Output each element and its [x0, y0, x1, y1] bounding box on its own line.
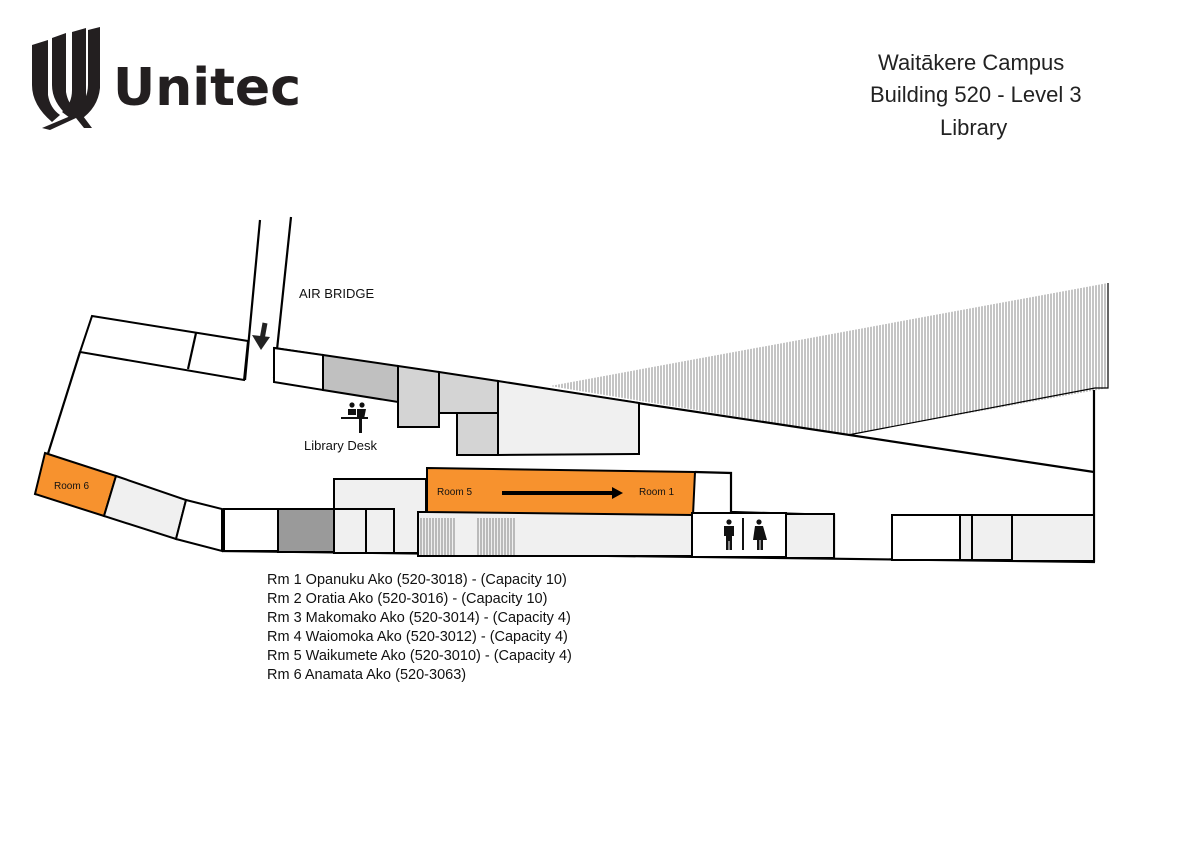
- room-5-label: Room 5: [437, 487, 472, 498]
- stairs-2: [476, 518, 516, 555]
- room-1-label: Room 1: [639, 487, 674, 498]
- room-pale-long: [417, 511, 693, 557]
- unitec-shield-icon: [32, 27, 100, 130]
- campus-title: Waitākere Campus: [878, 50, 1065, 75]
- stairs-1: [420, 518, 456, 555]
- room-legend: Rm 1 Opanuku Ako (520-3018) - (Capacity …: [267, 571, 572, 685]
- room-white-3: [891, 514, 961, 561]
- legend-item: Rm 3 Makomako Ako (520-3014) - (Capacity…: [267, 610, 571, 626]
- library-desk-icon: [341, 402, 368, 433]
- legend-item: Rm 5 Waikumete Ako (520-3010) - (Capacit…: [267, 648, 572, 664]
- hatched-void-area: [550, 283, 1108, 435]
- room-gray-top: [322, 353, 399, 404]
- toilets-room: [691, 512, 787, 558]
- room-pale-4: [971, 514, 1013, 561]
- room-pale-small-2: [365, 508, 395, 554]
- divider: [186, 332, 198, 370]
- air-bridge-label: AIR BRIDGE: [299, 286, 374, 301]
- room-6-label: Room 6: [54, 481, 89, 492]
- room-pale-5: [1011, 514, 1095, 562]
- room-pale-top: [497, 379, 640, 457]
- legend-item: Rm 6 Anamata Ako (520-3063): [267, 667, 467, 683]
- toilets-icon: [724, 518, 767, 550]
- library-desk-label: Library Desk: [304, 438, 377, 453]
- room-white-2: [223, 508, 279, 552]
- room-light-1: [102, 474, 188, 541]
- room-lightgray-1: [397, 364, 440, 428]
- room-lightgray-3: [456, 412, 499, 456]
- room-dark-gray: [277, 508, 335, 553]
- legend-item: Rm 1 Opanuku Ako (520-3018) - (Capacity …: [267, 572, 567, 588]
- room-pale-3: [959, 514, 973, 561]
- room-top-left: [78, 314, 250, 382]
- building-title: Building 520 - Level 3: [870, 82, 1082, 107]
- direction-arrow-icon: [502, 487, 623, 499]
- unitec-logo: Unitec: [32, 27, 301, 130]
- entry-arrow-icon: [252, 322, 270, 350]
- room-pale-2: [785, 513, 835, 559]
- room-pale-small-1: [333, 508, 367, 554]
- legend-item: Rm 2 Oratia Ako (520-3016) - (Capacity 1…: [267, 591, 548, 607]
- room-lightgray-2: [438, 370, 499, 414]
- void-outline: [847, 283, 1109, 436]
- logo-text: Unitec: [113, 58, 301, 118]
- area-title: Library: [940, 115, 1008, 140]
- legend-item: Rm 4 Waiomoka Ako (520-3012) - (Capacity…: [267, 629, 568, 645]
- room-white-top: [273, 346, 324, 392]
